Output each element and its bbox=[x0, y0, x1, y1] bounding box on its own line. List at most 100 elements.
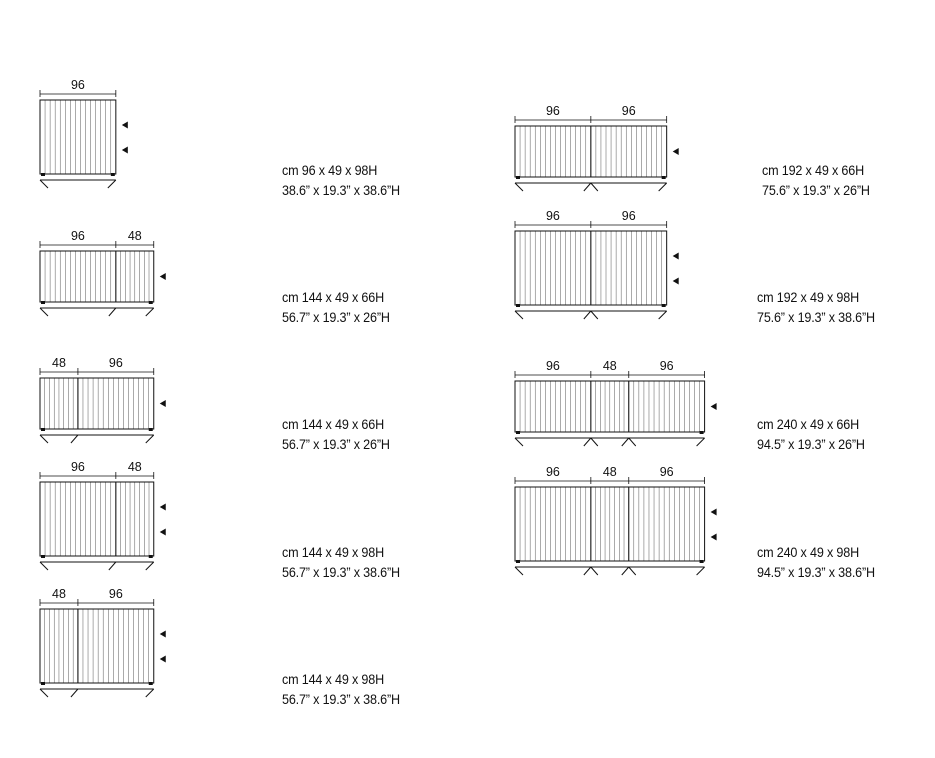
leg-line bbox=[583, 437, 592, 447]
leg-line bbox=[107, 179, 117, 189]
foot bbox=[516, 559, 520, 563]
foot bbox=[40, 427, 45, 431]
leg-line bbox=[590, 182, 599, 192]
spec-text-a2: cm 144 x 49 x 66H 56.7” x 19.3” x 26”H bbox=[282, 287, 390, 327]
leg-line bbox=[39, 179, 49, 189]
module-width-label: 96 bbox=[546, 359, 560, 373]
shelf-arrow-icon bbox=[121, 121, 128, 129]
leg-line bbox=[70, 688, 79, 698]
module-width-label: 96 bbox=[109, 587, 123, 601]
imperial-dimensions: 38.6” x 19.3” x 38.6”H bbox=[282, 182, 400, 198]
shelf-arrow-icon bbox=[159, 400, 166, 407]
spec-text-a1: cm 96 x 49 x 98H 38.6” x 19.3” x 38.6”H bbox=[282, 160, 400, 200]
shelf-arrow-icon bbox=[672, 148, 679, 155]
module-width-label: 48 bbox=[128, 460, 142, 474]
imperial-dimensions: 94.5” x 19.3” x 38.6”H bbox=[757, 564, 875, 580]
foot bbox=[516, 430, 520, 434]
module-width-label: 96 bbox=[622, 209, 636, 223]
cabinet-drawing-b4: 96 48 96 bbox=[514, 465, 725, 583]
cabinet-body bbox=[39, 481, 155, 557]
module-width-label: 96 bbox=[660, 465, 674, 479]
imperial-dimensions: 56.7” x 19.3” x 38.6”H bbox=[282, 564, 400, 580]
foot bbox=[148, 554, 153, 558]
foot bbox=[661, 303, 666, 307]
leg-line bbox=[145, 561, 155, 571]
leg-line bbox=[583, 182, 592, 192]
metric-dimensions: cm 192 x 49 x 66H bbox=[762, 162, 864, 178]
cabinet-drawing-b1: 96 96 bbox=[514, 104, 687, 199]
imperial-dimensions: 56.7” x 19.3” x 26”H bbox=[282, 309, 390, 325]
leg-line bbox=[108, 307, 117, 317]
leg-line bbox=[628, 437, 637, 447]
module-width-label: 96 bbox=[660, 359, 674, 373]
cabinet-body bbox=[39, 99, 117, 175]
module-width-label: 48 bbox=[52, 356, 66, 370]
cabinet-drawing-a3: 48 96 bbox=[39, 356, 174, 451]
leg-line bbox=[145, 307, 155, 317]
leg-line bbox=[590, 310, 599, 320]
foot bbox=[40, 172, 45, 176]
leg-line bbox=[621, 437, 630, 447]
module-width-label: 96 bbox=[546, 104, 560, 118]
leg-line bbox=[621, 566, 630, 576]
imperial-dimensions: 56.7” x 19.3” x 26”H bbox=[282, 436, 390, 452]
shelf-arrow-icon bbox=[710, 403, 717, 410]
leg-line bbox=[514, 182, 524, 192]
shelf-arrow-icon bbox=[159, 273, 166, 280]
module-width-label: 48 bbox=[128, 229, 142, 243]
leg-line bbox=[628, 566, 637, 576]
leg-line bbox=[39, 434, 49, 444]
module-width-label: 96 bbox=[71, 460, 85, 474]
shelf-arrow-icon bbox=[159, 655, 166, 663]
foot bbox=[40, 681, 45, 685]
module-width-label: 96 bbox=[109, 356, 123, 370]
leg-line bbox=[696, 437, 705, 447]
leg-line bbox=[696, 566, 705, 576]
foot bbox=[40, 300, 45, 304]
leg-line bbox=[39, 688, 49, 698]
shelf-arrow-icon bbox=[672, 277, 679, 285]
shelf-arrow-icon bbox=[159, 503, 166, 511]
shelf-arrow-icon bbox=[159, 630, 166, 638]
metric-dimensions: cm 144 x 49 x 98H bbox=[282, 671, 384, 687]
module-width-label: 96 bbox=[622, 104, 636, 118]
foot bbox=[515, 175, 520, 179]
module-width-label: 48 bbox=[603, 465, 617, 479]
module-width-label: 96 bbox=[546, 465, 560, 479]
metric-dimensions: cm 144 x 49 x 66H bbox=[282, 289, 384, 305]
shelf-arrow-icon bbox=[710, 533, 717, 541]
leg-line bbox=[590, 566, 599, 576]
leg-line bbox=[39, 307, 49, 317]
leg-line bbox=[145, 434, 155, 444]
cabinet-body bbox=[39, 377, 155, 430]
cabinet-drawing-b3: 96 48 96 bbox=[514, 359, 725, 454]
module-width-label: 48 bbox=[52, 587, 66, 601]
imperial-dimensions: 75.6” x 19.3” x 38.6”H bbox=[757, 309, 875, 325]
cabinet-body bbox=[39, 608, 155, 684]
leg-line bbox=[145, 688, 155, 698]
metric-dimensions: cm 144 x 49 x 98H bbox=[282, 544, 384, 560]
leg-line bbox=[514, 310, 524, 320]
foot bbox=[148, 427, 153, 431]
metric-dimensions: cm 144 x 49 x 66H bbox=[282, 416, 384, 432]
leg-line bbox=[658, 310, 668, 320]
foot bbox=[148, 300, 153, 304]
leg-line bbox=[39, 561, 49, 571]
cabinet-drawing-a4: 96 48 bbox=[39, 460, 174, 578]
module-width-label: 96 bbox=[71, 229, 85, 243]
module-width-label: 96 bbox=[71, 78, 85, 92]
cabinet-drawing-a2: 96 48 bbox=[39, 229, 174, 324]
shelf-arrow-icon bbox=[159, 528, 166, 536]
leg-line bbox=[514, 437, 524, 447]
spec-text-a3: cm 144 x 49 x 66H 56.7” x 19.3” x 26”H bbox=[282, 414, 390, 454]
foot bbox=[110, 172, 115, 176]
metric-dimensions: cm 192 x 49 x 98H bbox=[757, 289, 859, 305]
metric-dimensions: cm 96 x 49 x 98H bbox=[282, 162, 378, 178]
module-width-label: 48 bbox=[603, 359, 617, 373]
foot bbox=[515, 303, 520, 307]
